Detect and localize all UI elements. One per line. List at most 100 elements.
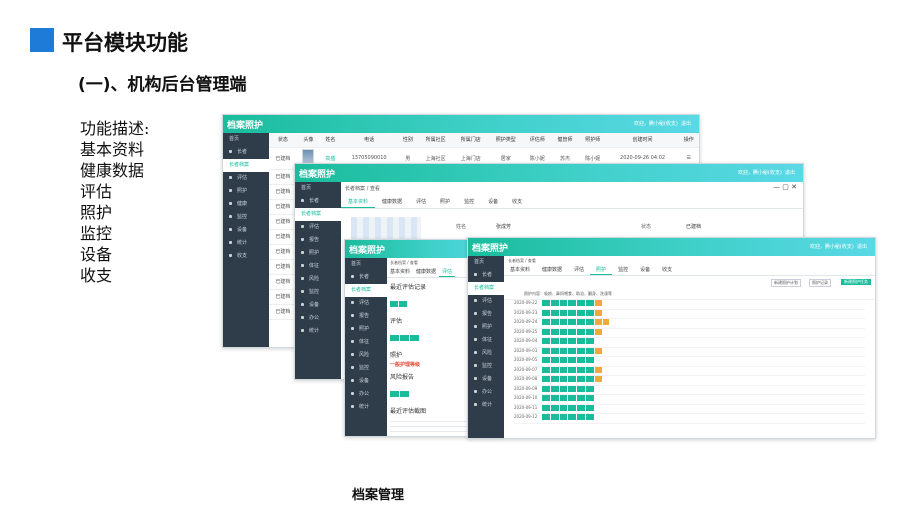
sidebar-item-office[interactable]: 办公 <box>295 312 341 325</box>
sidebar-item-care[interactable]: 照护 <box>345 323 387 336</box>
sidebar-item-report[interactable]: 报告 <box>468 308 504 321</box>
care-schedule: 2020-09-22 2020-09-23 2020-09-24 2020-09… <box>504 300 875 424</box>
sidebar-item-sign[interactable]: 体征 <box>295 260 341 273</box>
sidebar-item-assess[interactable]: 评估 <box>223 172 269 185</box>
more-icon[interactable]: ☰ <box>686 155 691 161</box>
schedule-row[interactable]: 2020-09-24 <box>514 319 865 329</box>
sidebar-item-device[interactable]: 设备 <box>223 224 269 237</box>
sidebar-item-home[interactable]: 首页 <box>474 259 485 265</box>
photo-placeholder <box>351 217 421 239</box>
sidebar-item-assess[interactable]: 评估 <box>468 295 504 308</box>
sidebar-item-device[interactable]: 设备 <box>468 373 504 386</box>
sidebar-item-archive[interactable]: 长者档案 <box>345 284 387 297</box>
sidebar-item-home[interactable]: 首页 <box>351 261 362 267</box>
schedule-row[interactable]: 2020-09-08 <box>514 376 865 386</box>
sidebar-item-finance[interactable]: 收支 <box>223 250 269 263</box>
schedule-row[interactable]: 2020-09-12 <box>514 414 865 424</box>
tab-assess[interactable]: 评估 <box>439 268 456 277</box>
tab-monitor[interactable]: 监控 <box>618 267 629 273</box>
tab-finance[interactable]: 收支 <box>662 267 673 273</box>
sidebar-item-risk[interactable]: 风险 <box>345 349 387 362</box>
schedule-row[interactable]: 2020-09-09 <box>514 385 865 395</box>
tab-basic[interactable]: 基本资料 <box>341 196 376 208</box>
sidebar-item-elder[interactable]: 长者 <box>468 269 504 282</box>
new-care-task-button[interactable]: 新建照护任务 <box>841 279 871 285</box>
sidebar-item-care[interactable]: 照护 <box>295 247 341 260</box>
sidebar-item-monitor[interactable]: 监控 <box>223 211 269 224</box>
schedule-row[interactable]: 2020-09-05 <box>514 357 865 367</box>
window-controls[interactable]: — ▢ ✕ <box>773 183 797 191</box>
sidebar-item-report[interactable]: 报告 <box>345 310 387 323</box>
sidebar-item-monitor[interactable]: 监控 <box>468 360 504 373</box>
sidebar-item-elder[interactable]: 长者 <box>295 195 341 208</box>
filter-chip[interactable] <box>390 300 398 307</box>
tab-device[interactable]: 设备 <box>488 199 499 205</box>
tab-basic[interactable]: 基本资料 <box>510 267 531 273</box>
tab-care[interactable]: 照护 <box>440 199 451 205</box>
sidebar-item-assess[interactable]: 评估 <box>295 221 341 234</box>
section-recent-assess: 最近评估记录 <box>390 284 427 291</box>
sidebar-item-risk[interactable]: 风险 <box>468 347 504 360</box>
sidebar-item-office[interactable]: 办公 <box>345 388 387 401</box>
sidebar-item-sign[interactable]: 体征 <box>468 334 504 347</box>
schedule-row[interactable]: 2020-09-04 <box>514 338 865 348</box>
sidebar-item-home[interactable]: 首页 <box>229 136 240 142</box>
report-chip[interactable] <box>390 390 400 397</box>
sidebar-item-risk[interactable]: 风险 <box>295 273 341 286</box>
tab-finance[interactable]: 收支 <box>512 199 523 205</box>
assess-chip[interactable] <box>410 334 420 341</box>
schedule-row[interactable]: 2020-09-22 <box>514 300 865 310</box>
sidebar-item-report[interactable]: 报告 <box>295 234 341 247</box>
tab-health[interactable]: 健康数据 <box>416 269 437 275</box>
figure-caption: 档案管理 <box>352 488 405 503</box>
sidebar-item-stats[interactable]: 统计 <box>345 401 387 414</box>
sidebar-item-care[interactable]: 照护 <box>468 321 504 334</box>
sidebar-item-device[interactable]: 设备 <box>345 375 387 388</box>
sidebar-item-home[interactable]: 首页 <box>301 185 312 191</box>
sidebar-item-monitor[interactable]: 监控 <box>295 286 341 299</box>
app-logo: 档案照护 <box>227 121 264 131</box>
schedule-row[interactable]: 2020-09-11 <box>514 404 865 414</box>
schedule-row[interactable]: 2020-09-07 <box>514 366 865 376</box>
sidebar-item-stats[interactable]: 统计 <box>295 325 341 338</box>
tab-health[interactable]: 健康数据 <box>542 267 563 273</box>
sidebar-item-office[interactable]: 办公 <box>468 386 504 399</box>
assess-chip[interactable] <box>390 334 400 341</box>
sidebar-item-assess[interactable]: 评估 <box>345 297 387 310</box>
sidebar-item-health[interactable]: 健康 <box>223 198 269 211</box>
report-chip[interactable] <box>400 390 410 397</box>
sidebar-item-sign[interactable]: 体征 <box>345 336 387 349</box>
sidebar-item-archive[interactable]: 长者档案 <box>223 159 269 172</box>
sidebar-item-monitor[interactable]: 监控 <box>345 362 387 375</box>
schedule-row[interactable]: 2020-09-23 <box>514 309 865 319</box>
new-care-plan-button[interactable]: 新建照护计划 <box>771 279 801 287</box>
sidebar-item-care[interactable]: 照护 <box>223 185 269 198</box>
sidebar-item-stats[interactable]: 统计 <box>223 237 269 250</box>
sidebar-item-device[interactable]: 设备 <box>295 299 341 312</box>
sidebar-item-elder[interactable]: 长者 <box>345 271 387 284</box>
care-record-button[interactable]: 照护记录 <box>809 279 831 287</box>
logout-link[interactable]: 退出 <box>680 121 691 127</box>
tab-monitor[interactable]: 监控 <box>464 199 475 205</box>
sidebar-item-archive[interactable]: 长者档案 <box>295 208 341 221</box>
tab-health[interactable]: 健康数据 <box>382 199 403 205</box>
filter-chip[interactable] <box>398 300 407 307</box>
logout-link[interactable]: 退出 <box>784 170 795 176</box>
tab-basic[interactable]: 基本资料 <box>390 269 411 275</box>
sidebar-item-elder[interactable]: 长者 <box>223 146 269 159</box>
schedule-row[interactable]: 2020-09-25 <box>514 328 865 338</box>
tab-assess[interactable]: 评估 <box>574 267 585 273</box>
tab-device[interactable]: 设备 <box>640 267 651 273</box>
sidebar-item-stats[interactable]: 统计 <box>468 399 504 412</box>
feature-item: 基本资料 <box>80 140 145 159</box>
breadcrumb: 长者档案 / 查看 — ▢ ✕ <box>345 183 797 192</box>
assess-chip[interactable] <box>400 334 410 341</box>
schedule-row[interactable]: 2020-09-10 <box>514 395 865 405</box>
schedule-row[interactable]: 2020-09-03 <box>514 347 865 357</box>
feature-description: 功能描述: 基本资料 健康数据 评估 照护 监控 设备 收支 <box>80 118 149 286</box>
app-logo: 档案照护 <box>472 244 509 254</box>
tab-assess[interactable]: 评估 <box>416 199 427 205</box>
logout-link[interactable]: 退出 <box>856 244 867 250</box>
tab-care[interactable]: 照护 <box>590 266 613 275</box>
sidebar-item-archive[interactable]: 长者档案 <box>468 282 504 295</box>
